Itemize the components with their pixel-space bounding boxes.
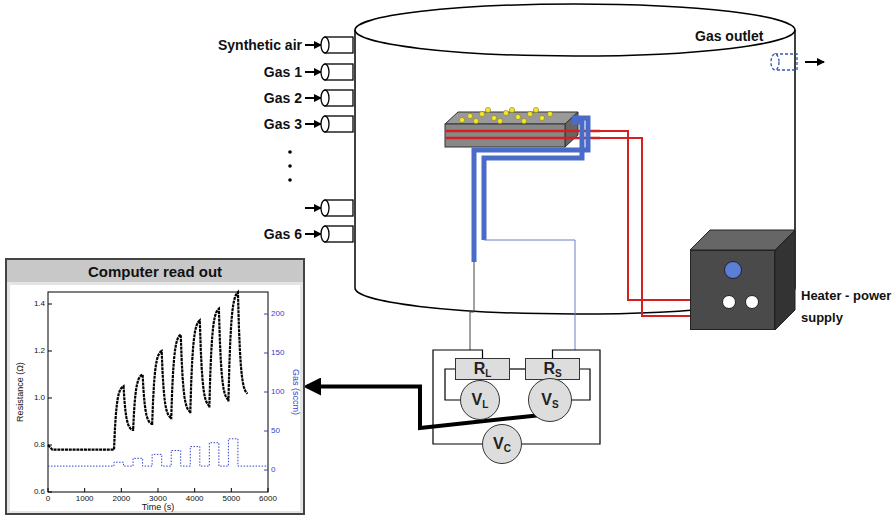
- socket: [745, 295, 759, 309]
- tick-label: 50: [271, 427, 280, 435]
- panel-ground: [5, 258, 305, 515]
- gas-outlet: [771, 54, 824, 70]
- resistor-box: RS: [525, 358, 580, 380]
- power-supply-side: [775, 230, 795, 330]
- axis-title: Gas (sccm): [291, 369, 300, 415]
- circuit-wire: [522, 350, 600, 444]
- symbol-label: VS: [541, 391, 558, 410]
- tick-label: 6000: [259, 495, 277, 503]
- tick-label: 150: [271, 349, 284, 357]
- tick-label: 1000: [76, 495, 94, 503]
- axis-title: Resistance (Ω): [16, 362, 25, 422]
- symbol-label: RL: [474, 360, 492, 379]
- tick-label: 1.2: [34, 347, 45, 355]
- symbol-label: VC: [493, 435, 511, 454]
- inlet-label: Gas 3: [264, 117, 302, 131]
- electrode: [484, 122, 582, 240]
- tick-label: 0: [46, 495, 50, 503]
- panel-heading: Computer read out: [7, 263, 303, 280]
- tick-label: 2000: [112, 495, 130, 503]
- chart-ground: [10, 285, 300, 511]
- tick-label: 200: [271, 310, 284, 318]
- panel-header: [5, 258, 305, 282]
- voltmeter-circle: VL: [460, 380, 500, 420]
- voltmeter-circle: VS: [528, 378, 572, 422]
- chamber-top: [355, 4, 795, 56]
- symbol-label: VL: [472, 391, 489, 410]
- outlet-label: Gas outlet: [695, 29, 763, 43]
- tick-label: 0.6: [34, 488, 45, 496]
- inlet-label: Gas 6: [264, 227, 302, 241]
- resistor-box: RL: [455, 358, 510, 380]
- tick-label: 4000: [186, 495, 204, 503]
- sensor-chip: [445, 107, 600, 147]
- wire: [470, 262, 474, 350]
- tick-label: 0.8: [34, 441, 45, 449]
- plot-frame: [48, 292, 268, 492]
- tick-label: 1.4: [34, 300, 45, 308]
- axis-title: Time (s): [142, 503, 175, 512]
- tick-label: 0: [271, 466, 275, 474]
- signal-arrow: [307, 387, 537, 429]
- inlet-label: Gas 2: [264, 91, 302, 105]
- tick-label: 5000: [222, 495, 240, 503]
- inlet-label: Synthetic air: [218, 38, 302, 52]
- knob: [724, 261, 742, 279]
- socket: [722, 295, 736, 309]
- inlet-label: Gas 1: [264, 65, 302, 79]
- wire: [484, 240, 575, 350]
- chart-plot: [48, 292, 268, 492]
- device-label: Heater - power supply: [801, 285, 893, 329]
- tick-label: 100: [271, 388, 284, 396]
- power-supply-box: Heater - power supply: [690, 250, 775, 330]
- voltmeter-circle: VC: [482, 424, 522, 464]
- symbol-label: RS: [543, 360, 561, 379]
- readout-panel: Computer read out: [5, 258, 305, 515]
- tick-label: 1.0: [34, 394, 45, 402]
- circuit-wire: [510, 368, 525, 369]
